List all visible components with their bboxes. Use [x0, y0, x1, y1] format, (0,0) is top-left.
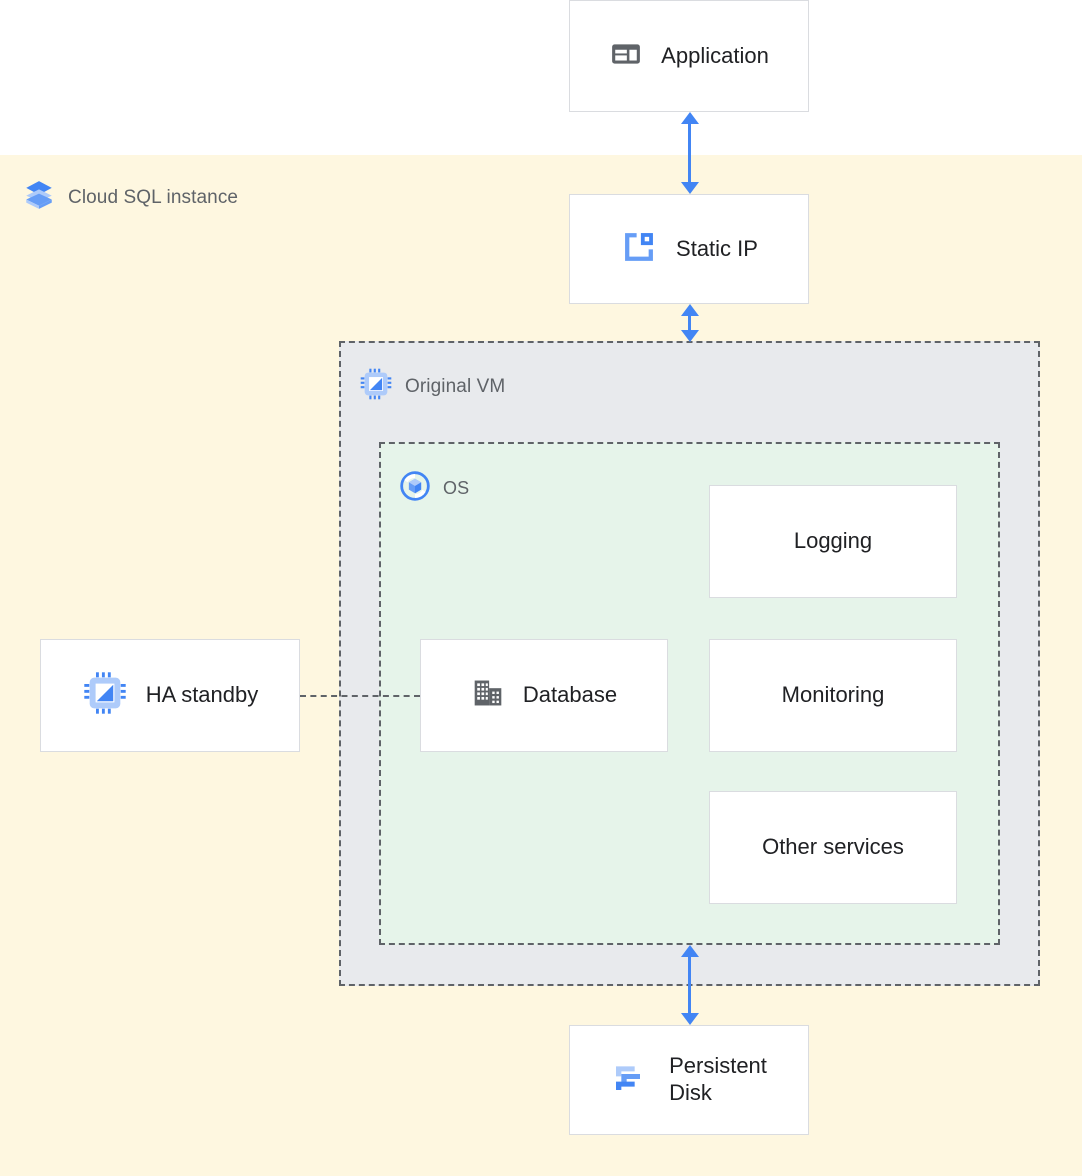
arrow-head-down-icon	[680, 182, 699, 194]
vm-chip-icon	[359, 367, 393, 406]
static-ip-icon	[620, 228, 658, 271]
persistent-disk-icon	[611, 1058, 651, 1103]
node-label: Monitoring	[781, 682, 885, 708]
node-monitoring[interactable]: Monitoring	[709, 639, 957, 752]
node-label: HA standby	[145, 682, 259, 708]
arrow-head-up-icon	[680, 112, 699, 124]
connector-application-to-static-ip	[680, 112, 699, 194]
node-other-services[interactable]: Other services	[709, 791, 957, 904]
node-label: Database	[522, 682, 618, 708]
arrow-head-up-icon	[680, 945, 699, 957]
region-label-original-vm: Original VM	[359, 367, 505, 406]
region-label-text: Original VM	[405, 375, 506, 397]
node-label: Application	[661, 42, 769, 68]
node-static-ip[interactable]: Static IP	[569, 194, 809, 304]
database-building-icon	[471, 676, 505, 715]
node-label: Logging	[793, 528, 873, 554]
region-label-cloud-sql-instance: Cloud SQL instance	[22, 178, 238, 217]
cloud-sql-layers-icon	[22, 178, 56, 217]
os-container-icon	[399, 470, 431, 507]
node-application[interactable]: Application	[569, 0, 809, 112]
vm-chip-icon	[82, 670, 128, 721]
node-label-line-1: Persistent	[669, 1053, 767, 1079]
arrow-head-up-icon	[680, 304, 699, 316]
connector-ha-standby-to-database	[300, 695, 420, 697]
region-label-text: OS	[443, 478, 470, 498]
region-label-text: Cloud SQL instance	[68, 186, 239, 208]
node-ha-standby[interactable]: HA standby	[40, 639, 300, 752]
node-logging[interactable]: Logging	[709, 485, 957, 598]
connector-os-to-persistent-disk	[680, 945, 699, 1025]
arrow-head-down-icon	[680, 1013, 699, 1025]
node-database[interactable]: Database	[420, 639, 668, 752]
application-window-icon	[609, 37, 643, 76]
node-label-line-2: Disk	[669, 1080, 712, 1105]
region-label-os: OS	[399, 470, 469, 507]
node-label: Other services	[762, 834, 904, 860]
node-label: Static IP	[676, 235, 758, 261]
connector-static-ip-to-original-vm	[680, 304, 699, 342]
arrow-head-down-icon	[680, 330, 699, 342]
